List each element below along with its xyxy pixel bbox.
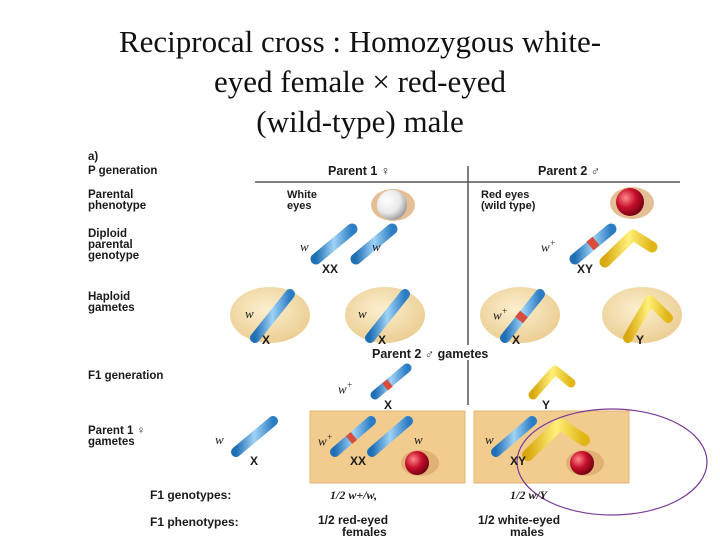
gamete-label-x-2: X [378, 333, 387, 347]
f1-male-red-eye-icon [566, 450, 604, 476]
f1-female-chromosomes [330, 416, 413, 457]
allele-label-w-plain-1: w [300, 239, 309, 254]
row-label-parental-phenotype-2: phenotype [88, 200, 147, 212]
f1-female-allele-w: w [414, 432, 423, 447]
f1-male-label-xy: XY [510, 454, 527, 468]
allele-label-w-plain-2: w [372, 239, 381, 254]
slide-title: Reciprocal cross : Homozygous white- eye… [0, 22, 720, 142]
gamete-allele-w-1: w [245, 306, 254, 321]
gamete-cell-4 [602, 287, 682, 343]
annotation-ellipse [516, 408, 708, 516]
row-label-diploid-3: genotype [88, 250, 140, 262]
p1-gamete-allele-w: w [215, 432, 224, 447]
gamete-label-x-3: X [512, 333, 521, 347]
f1-phenotype-male-2: males [510, 525, 545, 539]
p2-gamete-y-chromosome [528, 365, 576, 400]
genotype-label-xy: XY [577, 262, 594, 276]
row-label-diploid-2: parental [88, 239, 133, 251]
table-rules [255, 166, 680, 405]
gamete-cell-1 [230, 287, 310, 343]
gamete-allele-w-2: w [358, 306, 367, 321]
f1-phenotype-female-2: females [342, 525, 387, 539]
panel-label: a) [88, 151, 99, 163]
row-label-parental-phenotype-1: Parental [88, 189, 134, 201]
title-line-1: Reciprocal cross : Homozygous white- [118, 24, 602, 59]
p1-gamete-label-x: X [250, 454, 259, 468]
f1-genotypes-label: F1 genotypes: [150, 488, 232, 502]
parent2-chromosomes [569, 223, 658, 268]
header-parent-1: Parent 1 ♀ [328, 164, 391, 178]
p2-gamete-allele-w-plus: w+ [338, 380, 353, 397]
p2-gamete-label-y: Y [542, 398, 551, 412]
f1-female-allele-w-plus: w+ [318, 432, 333, 449]
parent1-chromosomes [310, 223, 398, 265]
header-parent-2: Parent 2 ♂ [538, 164, 601, 178]
gamete-cell-2 [345, 287, 425, 343]
phenotype-red-1: Red eyes [481, 189, 530, 201]
phenotype-white-2: eyes [287, 200, 312, 212]
white-eye-icon [371, 189, 415, 221]
p1-gamete-chromosome [231, 416, 278, 457]
red-eye-icon [610, 187, 654, 219]
row-label-p-generation: P generation [88, 165, 158, 177]
f1-phenotype-male-1: 1/2 white-eyed [478, 513, 561, 527]
phenotype-red-2: (wild type) [481, 200, 536, 212]
f1-phenotype-female-1: 1/2 red-eyed [318, 513, 389, 527]
f1-female-red-eye-icon [401, 450, 439, 476]
row-label-f1-generation: F1 generation [88, 370, 164, 382]
gamete-label-y: Y [636, 333, 645, 347]
allele-label-w-plus: w+ [541, 238, 556, 255]
gamete-allele-w-plus: w+ [493, 306, 508, 323]
row-label-diploid-1: Diploid [88, 228, 127, 240]
title-line-3: (wild-type) male [256, 104, 464, 139]
f1-genotype-female: 1/2 w+/w, [330, 488, 378, 502]
row-label-haploid-2: gametes [88, 302, 135, 314]
row-label-haploid-1: Haploid [88, 291, 131, 303]
p2-gamete-x-chromosome [370, 363, 412, 400]
gamete-label-x-1: X [262, 333, 271, 347]
title-line-2: eyed female × red-eyed [213, 64, 506, 99]
gamete-cell-3 [480, 287, 560, 343]
p2-gamete-label-x: X [384, 398, 393, 412]
header-parent2-gametes: Parent 2 ♂ gametes [372, 347, 489, 361]
genotype-label-xx: XX [322, 262, 339, 276]
row-label-parent1-gametes-1: Parent 1 ♀ [88, 425, 146, 437]
f1-male-chromosomes [491, 416, 590, 461]
f1-genotype-male: 1/2 w/Y [510, 488, 548, 502]
phenotype-white-1: White [287, 189, 317, 201]
row-label-parent1-gametes-2: gametes [88, 436, 135, 448]
f1-phenotypes-label: F1 phenotypes: [150, 515, 239, 529]
f1-male-allele-w: w [485, 432, 494, 447]
f1-female-label-xx: XX [350, 454, 367, 468]
